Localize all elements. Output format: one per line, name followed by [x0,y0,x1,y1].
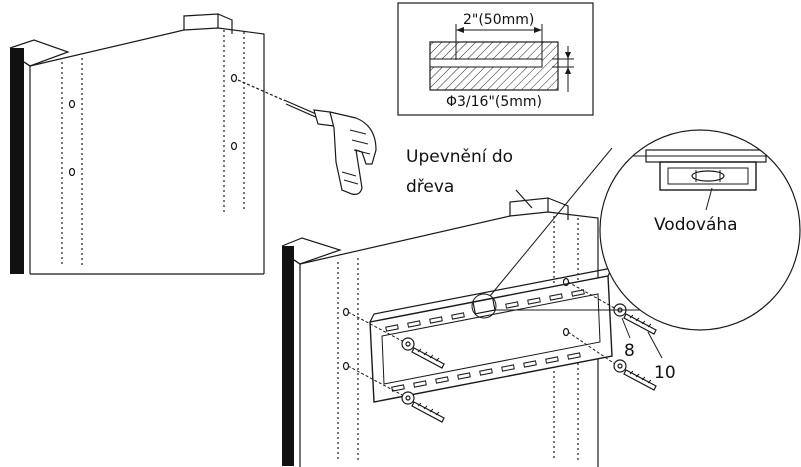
left-wall-edge [10,48,24,274]
hole-detail: 2"(50mm) Φ3/16"(5mm) [397,2,594,116]
drill-hole [68,99,76,109]
wall-hole [342,307,350,317]
bracket-slots-bottom [391,352,581,392]
wood-mount-label-line2: dřeva [406,177,454,197]
drill-icon [237,79,377,195]
drill-length-label: 2"(50mm) [463,12,534,28]
level-label: Vodováha [654,215,738,235]
part-number-screw: 10 [654,363,676,383]
right-wall [281,189,619,467]
left-wall [9,13,265,275]
magnifier-circle [599,129,801,331]
part-number-washer: 8 [624,341,635,361]
right-wall-edge [282,246,294,466]
level-magnifier [489,129,801,331]
bore-hole [429,58,543,68]
screw-icon [411,401,445,423]
drill-hole [68,167,76,177]
wall-hole [342,361,350,371]
screws [401,303,663,423]
screw-icon [623,313,657,335]
drill-hole [230,73,238,83]
wall-bracket [369,275,613,403]
screw-icon [411,347,445,369]
drill-diameter-label: Φ3/16"(5mm) [446,94,542,110]
screw-icon [623,369,657,391]
wood-mount-label: Upevnění do [406,147,513,167]
spirit-level-icon [659,161,757,191]
bracket-slots-top [385,289,585,332]
bracket-level-icon [472,297,496,315]
drill-hole [230,141,238,151]
